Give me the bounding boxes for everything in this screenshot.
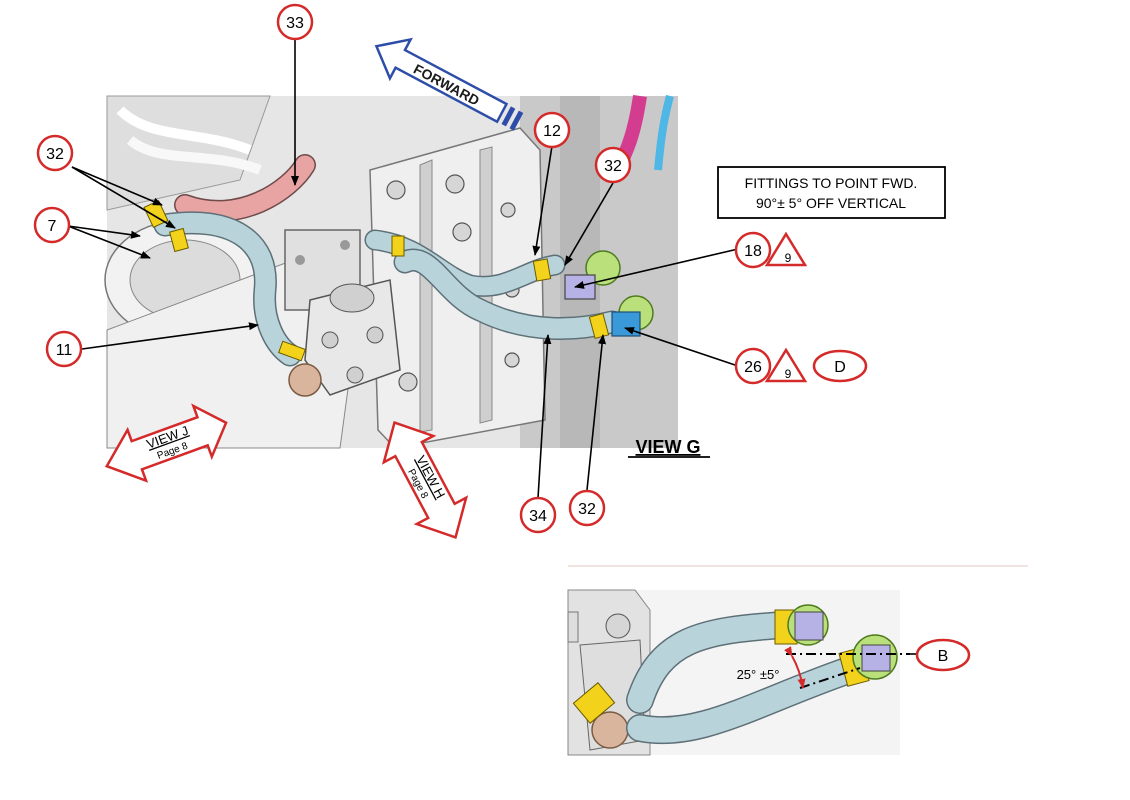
callout-7-label: 7 (48, 218, 57, 235)
detail-angle-label: 25° ±5° (737, 667, 780, 682)
main-view-image (104, 94, 678, 449)
callout-7: 7 (33, 206, 71, 244)
callout-26-label: 26 (744, 359, 762, 376)
callout-32-right-label: 32 (604, 158, 622, 175)
callout-32-bottom: 32 (568, 489, 606, 527)
delta-26: 9 (764, 347, 808, 383)
callout-32-left-label: 32 (46, 146, 64, 163)
callout-32-right: 32 (594, 146, 632, 184)
callout-33-label: 33 (286, 15, 304, 32)
callout-32-bottom-label: 32 (578, 501, 596, 518)
callout-12-label: 12 (543, 123, 561, 140)
oval-b: B (915, 638, 971, 672)
angle-arc-icon (784, 646, 806, 689)
callout-18: 18 (734, 231, 772, 269)
callout-12: 12 (533, 111, 571, 149)
delta-18-label: 9 (785, 251, 792, 265)
callout-33: 33 (276, 3, 314, 41)
note-line-1: FITTINGS TO POINT FWD. (745, 175, 918, 191)
note-box: FITTINGS TO POINT FWD. 90°± 5° OFF VERTI… (717, 166, 946, 219)
oval-d-label: D (834, 359, 846, 376)
oval-b-label: B (938, 648, 949, 665)
callout-11-label: 11 (56, 342, 73, 359)
delta-26-label: 9 (785, 367, 792, 381)
callout-34-label: 34 (529, 508, 547, 525)
delta-18: 9 (764, 231, 808, 267)
callout-11: 11 (45, 330, 83, 368)
callout-26: 26 (734, 347, 772, 385)
callout-18-label: 18 (744, 243, 762, 260)
leader-lines (67, 40, 739, 499)
callout-32-left: 32 (36, 134, 74, 172)
view-g-title: VIEW G (635, 437, 700, 457)
oval-d: D (812, 349, 868, 383)
detail-view: 25° ±5° (567, 565, 1028, 756)
view-j-arrow: VIEW J Page 8 (104, 403, 228, 483)
callout-34: 34 (519, 496, 557, 534)
note-line-2: 90°± 5° OFF VERTICAL (756, 195, 906, 211)
